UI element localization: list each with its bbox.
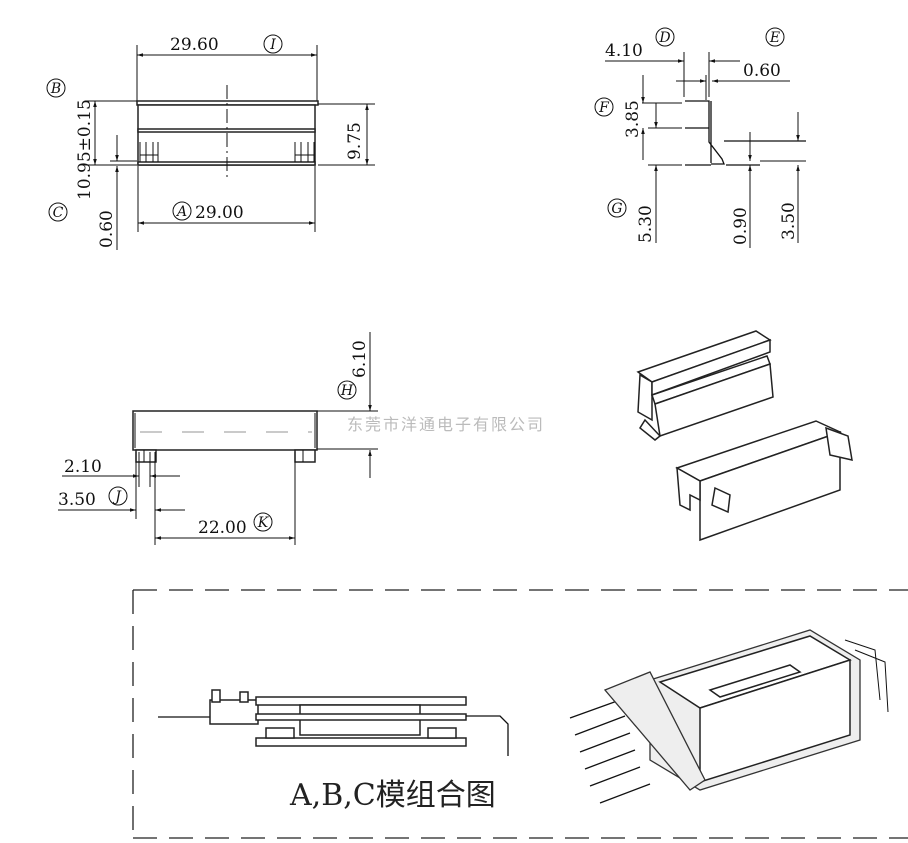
dim-22-00: 22.00 [198,518,247,538]
ref-label-c: C [53,205,64,221]
dim-0-60-side: 0.60 [743,61,781,81]
side-section: 4.10 D E 0.60 3.85 F 5.30 G 0.90 3.50 [594,27,806,248]
dim-29-00: 29.00 [195,203,244,223]
ref-label-k: K [257,515,270,531]
ref-label-g: G [611,201,622,217]
ref-label-j: J [112,489,122,505]
front-view: 6.10 H 2.10 3.50 J 22.00 K [58,332,378,545]
isometric-parts [636,330,853,542]
top-view: 29.60 I 9.75 10.95±0.15 B 0.60 C A [46,34,375,250]
dim-9-75: 9.75 [345,122,365,160]
ref-circle-k [253,512,273,532]
dim-0-90: 0.90 [731,207,751,245]
ref-circle-c [48,202,68,222]
watermark: 东莞市洋通电子有限公司 [347,415,545,434]
dim-3-50-front: 3.50 [58,490,96,510]
assembly-frame [132,589,908,839]
ref-circle-g [607,198,627,218]
ref-circle-h [337,380,357,400]
ref-circle-a [172,201,192,221]
dim-0-60: 0.60 [97,210,117,248]
dim-3-85: 3.85 [623,100,643,138]
assembly-caption: A,B,C模组合图 [289,778,496,813]
dim-2-10: 2.10 [64,457,102,477]
ref-label-b: B [50,81,61,97]
dim-6-10: 6.10 [350,340,370,378]
ref-label-f: F [598,100,610,116]
ref-label-i: I [269,37,276,53]
ref-label-h: H [340,383,354,399]
assembly-side-view [158,689,509,756]
dim-29-60: 29.60 [170,35,219,55]
assembly-isometric [569,629,889,804]
dim-10-95: 10.95±0.15 [75,99,95,200]
dim-4-10: 4.10 [605,41,643,61]
dim-5-30: 5.30 [636,205,656,243]
dim-3-50: 3.50 [779,202,799,240]
section-profile [685,100,806,166]
ref-circle-e [765,27,785,47]
ref-circle-f [594,97,614,117]
ref-circle-b [46,78,66,98]
tabs [139,142,315,162]
ref-label-d: D [658,30,670,46]
ref-circle-j [108,486,128,506]
ref-circle-i [263,34,283,54]
ref-label-a: A [175,204,187,220]
ref-circle-d [655,27,675,47]
ref-label-e: E [769,30,780,46]
